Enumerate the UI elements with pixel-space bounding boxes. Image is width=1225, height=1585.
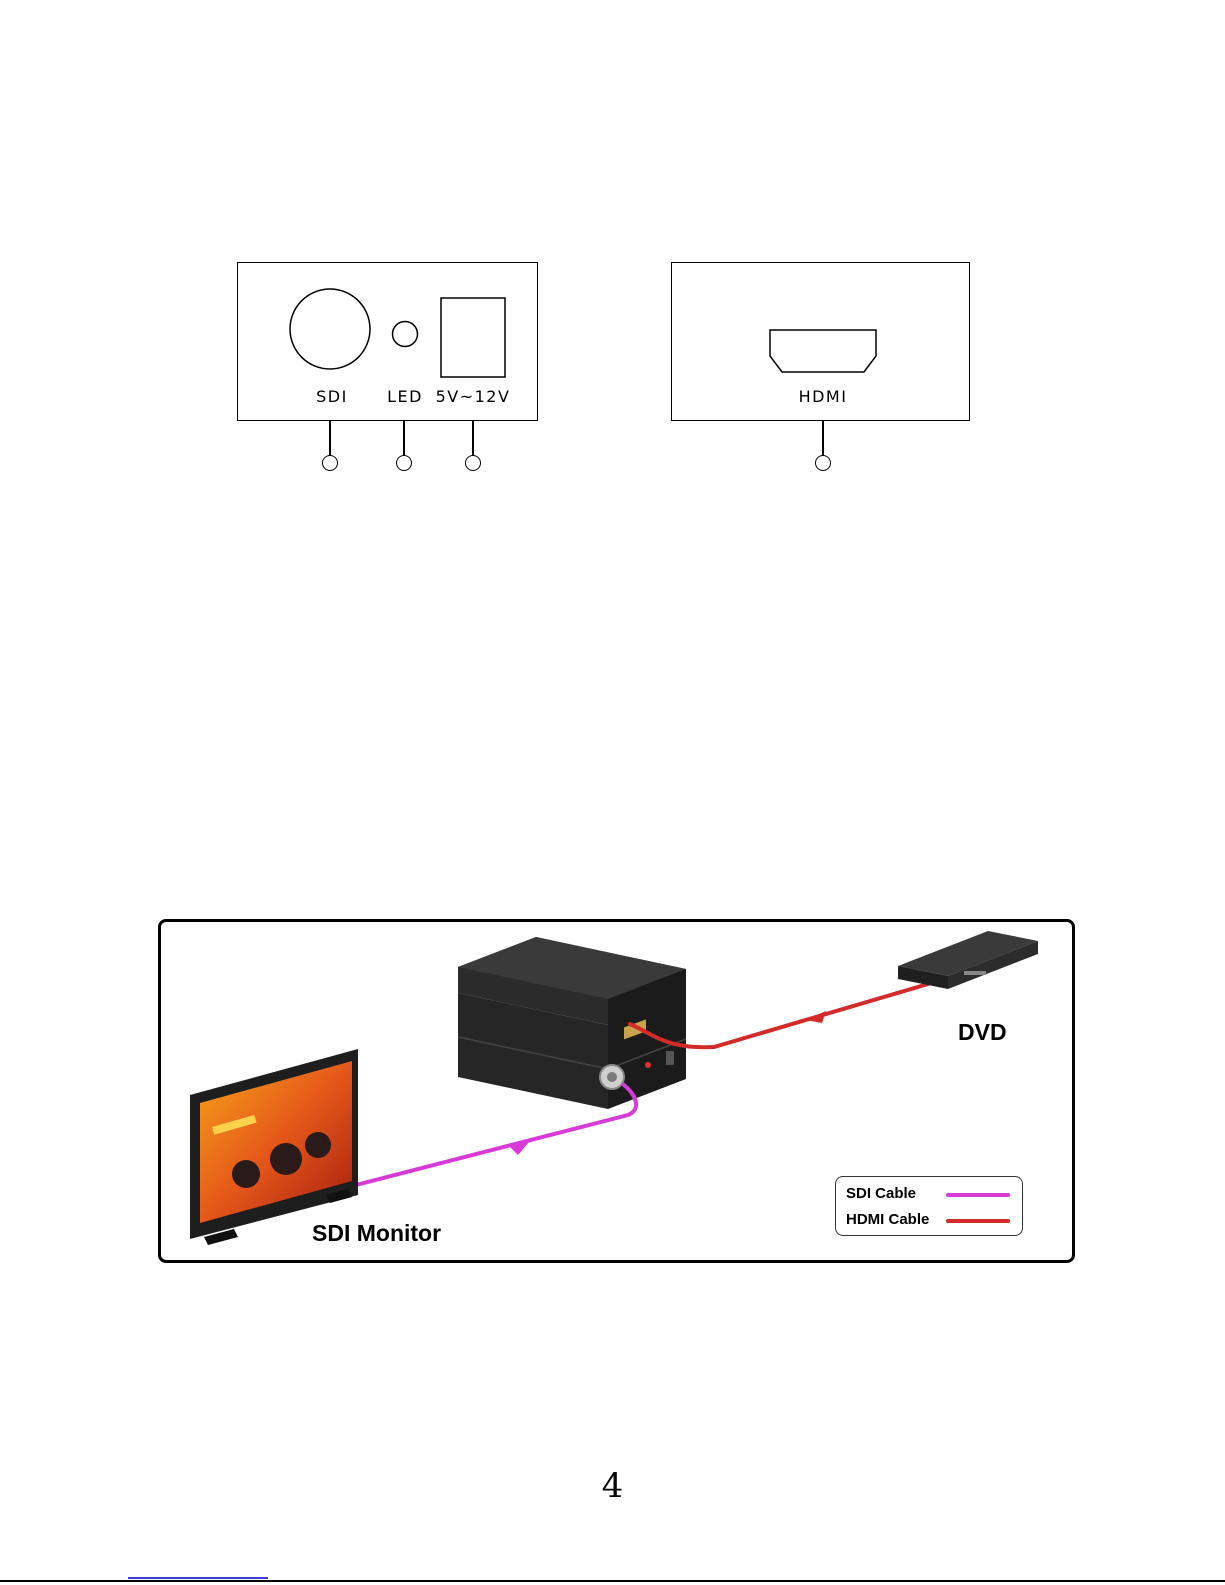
legend-sdi-label: SDI Cable [846,1185,916,1202]
monitor-icon [190,1049,358,1245]
dvd-label: DVD [958,1019,1007,1046]
page-number: 4 [0,1466,1225,1506]
power-input-label: 5V~12V [436,387,511,406]
legend-hdmi-label: HDMI Cable [846,1211,929,1228]
footer-link-underline[interactable] [128,1577,268,1579]
hdmi-callout-marker [815,455,831,471]
hdmi-leader-line [822,421,824,457]
dvd-player-icon [898,931,1038,989]
legend-sdi-swatch [946,1193,1010,1197]
led-indicator-icon [391,320,419,348]
led-callout-marker [396,455,412,471]
led-leader-line [403,421,405,457]
hdmi-port-icon [768,328,878,374]
sdi-callout-marker [322,455,338,471]
sdi-connector-icon [288,287,372,371]
dc-power-jack-icon [440,297,506,378]
sdi-leader-line [329,421,331,457]
converter-box-icon [458,937,686,1109]
power-leader-line [472,421,474,457]
power-callout-marker [465,455,481,471]
hdmi-port-label: HDMI [799,387,848,406]
sdi-monitor-label: SDI Monitor [312,1220,441,1247]
footer-rule [0,1580,1225,1582]
legend-hdmi-swatch [946,1219,1010,1223]
led-label: LED [387,387,423,406]
cable-legend: SDI Cable HDMI Cable [835,1176,1023,1236]
sdi-port-label: SDI [316,387,348,406]
